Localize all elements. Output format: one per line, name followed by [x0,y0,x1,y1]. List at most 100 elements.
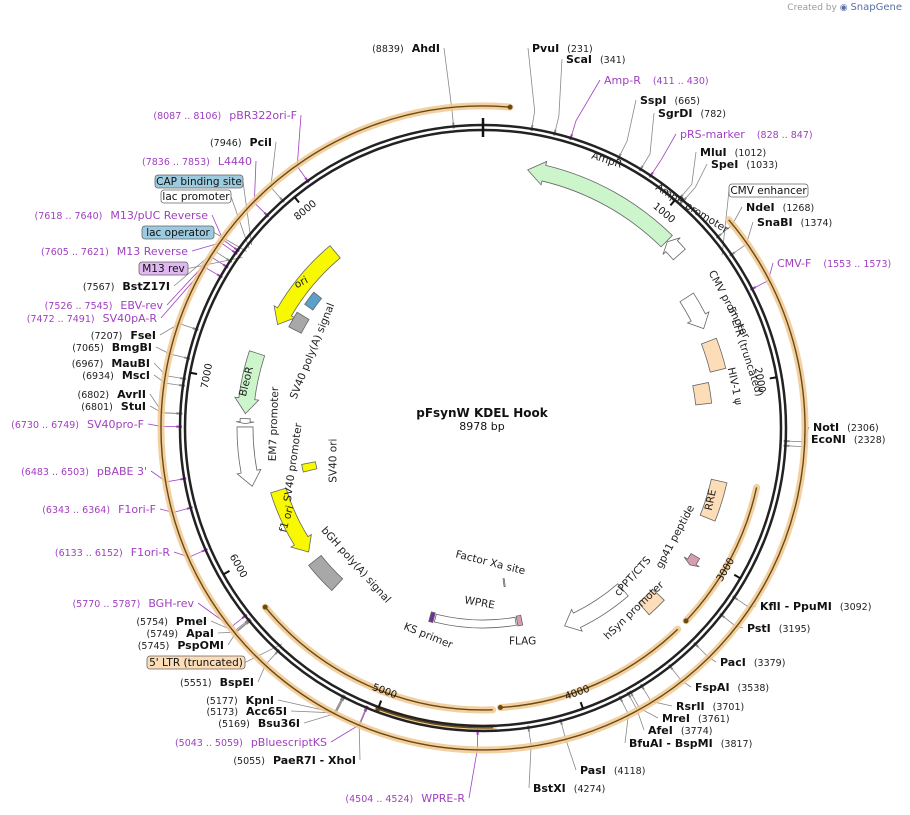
restriction-site[interactable]: SpeI(1033) [711,158,778,171]
restriction-site[interactable]: Acc65I(5173) [206,705,287,718]
restriction-site[interactable]: ApaI(5749) [147,627,215,640]
restriction-site[interactable]: PspOMI(5745) [138,639,224,652]
boxed-feature-label[interactable]: CAP binding site [154,174,244,189]
feature-sv40-ori[interactable] [301,461,318,473]
restriction-site[interactable]: PstI(3195) [747,622,810,635]
restriction-site[interactable]: ScaI(341) [566,53,626,66]
restriction-site[interactable]: KflI - PpuMI(3092) [760,600,871,613]
restriction-site[interactable]: SgrDI(782) [658,107,726,120]
watermark-prefix: Created by [787,3,837,13]
boxed-feature-label[interactable]: lac operator [141,225,215,240]
restriction-site[interactable]: RsrII(3701) [676,700,744,713]
restriction-site[interactable]: MreI(3761) [662,712,730,725]
restriction-site[interactable]: MauBI(6967) [72,357,150,370]
feature-flag[interactable] [515,614,524,627]
primer[interactable]: F1ori-R(6133 .. 6152) [55,546,170,559]
primer[interactable]: L4440(7836 .. 7853) [142,155,252,168]
feature-f1-ori[interactable] [270,487,312,553]
restriction-site[interactable]: PvuI(231) [532,42,593,55]
primer[interactable]: pBABE 3'(6483 .. 6503) [21,465,147,478]
site-name: PstI [747,622,771,635]
primer[interactable]: pBR322ori-F(8087 .. 8106) [153,109,297,122]
restriction-site[interactable]: MluI(1012) [700,146,766,159]
primer[interactable]: pRS-marker(828 .. 847) [680,128,813,141]
orf-bottom-right [500,628,679,709]
site-name: PvuI [532,42,559,55]
restriction-site[interactable]: PaeR7I - XhoI(5055) [233,754,356,767]
restriction-site[interactable]: StuI(6801) [81,400,146,413]
primer[interactable]: SV40pA-R(7472 .. 7491) [27,312,158,325]
site-name: SspI [640,94,666,107]
backbone [178,118,788,733]
restriction-site[interactable]: FspAI(3538) [695,681,769,694]
restriction-site[interactable]: PasI(4118) [580,764,645,777]
primer-range: (411 .. 430) [653,76,709,87]
feature-label: AmpR [590,150,624,171]
feature-bgh-poly-a-signal[interactable] [308,554,344,592]
primer[interactable]: pBluescriptKS(5043 .. 5059) [175,736,327,749]
site-position: (1033) [746,160,778,171]
primer[interactable]: M13/pUC Reverse(7618 .. 7640) [35,209,209,222]
primer-range: (828 .. 847) [757,130,813,141]
primer[interactable]: SV40pro-F(6730 .. 6749) [11,418,144,431]
feature-factor-xa-site[interactable] [502,578,506,588]
primer[interactable]: BGH-rev(5770 .. 5787) [72,597,194,610]
primer[interactable]: EBV-rev(7526 .. 7545) [45,299,164,312]
feature-rre[interactable] [699,478,728,522]
feature-hsyn-promoter[interactable] [564,583,629,632]
feature-em7-promoter[interactable] [235,417,255,424]
restriction-site[interactable]: AvrII(6802) [78,388,147,401]
primer-name: pBluescriptKS [251,736,327,749]
restriction-site[interactable]: PmeI(5754) [136,615,207,628]
boxed-feature-label[interactable]: 5' LTR (truncated) [146,655,246,670]
restriction-site[interactable]: SnaBI(1374) [757,216,832,229]
feature-wpre[interactable] [433,613,517,629]
primer[interactable]: F1ori-F(6343 .. 6364) [42,503,156,516]
feature-sv40-promoter[interactable] [236,426,262,487]
feature-hiv-1-[interactable] [692,382,713,406]
feature-cmv-promoter[interactable] [679,292,710,330]
restriction-site[interactable]: BmgBI(7065) [72,341,152,354]
primer[interactable]: WPRE-R(4504 .. 4524) [345,792,465,805]
restriction-site[interactable]: FseI(7207) [91,329,156,342]
feature-bleor[interactable] [234,350,266,415]
primer[interactable]: CMV-F(1553 .. 1573) [777,257,891,270]
feature-ampr-promoter[interactable] [662,237,686,261]
restriction-site[interactable]: BstZ17I(7567) [83,280,170,293]
restriction-site[interactable]: AhdI(8839) [372,42,440,55]
tick-label: 3000 [715,556,737,584]
restriction-site[interactable]: AfeI(3774) [648,724,712,737]
restriction-site[interactable]: BstXI(4274) [533,782,605,795]
feature-ampr[interactable] [527,160,673,248]
restriction-site[interactable]: SspI(665) [640,94,700,107]
restriction-site[interactable]: KpnI(5177) [206,694,274,707]
restriction-site[interactable]: BfuAI - BspMI(3817) [629,737,752,750]
restriction-site[interactable]: NdeI(1268) [746,201,814,214]
restriction-site[interactable]: PacI(3379) [720,656,785,669]
site-name: PciI [250,136,272,149]
box-leader [213,232,247,252]
restriction-site[interactable]: BspEI(5551) [180,676,254,689]
boxed-feature-label[interactable]: CMV enhancer [728,183,809,198]
boxed-feature-label[interactable]: lac promoter [160,189,232,204]
restriction-site[interactable]: NotI(2306) [813,421,879,434]
site-name: AfeI [648,724,673,737]
feature-sv40-poly-a-signal[interactable] [288,311,310,334]
restriction-site[interactable]: EcoNI(2328) [811,433,885,446]
site-position: (5055) [233,756,265,767]
restriction-site[interactable]: MscI(6934) [82,369,150,382]
feature-lac-m13-cluster[interactable] [304,291,323,311]
restriction-site[interactable]: Bsu36I(5169) [218,717,300,730]
feature-gp41-peptide[interactable] [683,552,701,568]
plasmid-name: pFsynW KDEL Hook [416,406,549,420]
feature-cppt-cts[interactable] [637,588,665,616]
primer[interactable]: M13 Reverse(7605 .. 7621) [41,245,188,258]
boxed-feature-label[interactable]: M13 rev [138,261,189,276]
feature-5-ltr-truncated-[interactable] [700,337,727,373]
feature-ori[interactable] [273,245,341,326]
feature-ks-primer[interactable] [428,611,436,624]
restriction-site[interactable]: PciI(7946) [210,136,272,149]
leader-line [560,722,577,771]
primer[interactable]: Amp-R(411 .. 430) [604,74,709,87]
